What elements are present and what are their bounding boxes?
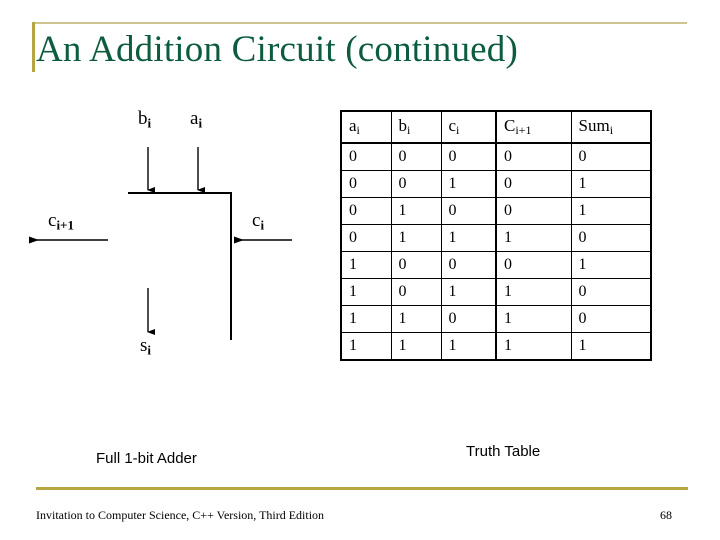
truth-table-column-header: Ci+1 bbox=[495, 110, 572, 144]
truth-table-cell: 0 bbox=[390, 142, 442, 171]
full-adder-circuit-diagram: bi ai ci+1 ci si bbox=[20, 100, 340, 390]
column-header-base: C bbox=[504, 116, 516, 135]
truth-table-cell: 1 bbox=[440, 170, 497, 198]
truth-table-column-header: ai bbox=[340, 110, 392, 144]
column-header-base: c bbox=[448, 116, 457, 135]
circuit-label-sum-out: si bbox=[140, 335, 151, 359]
truth-table-cell: 1 bbox=[390, 332, 442, 361]
truth-table-caption: Truth Table bbox=[466, 443, 541, 460]
truth-table-cell: 1 bbox=[570, 251, 652, 279]
truth-table-cell: 0 bbox=[495, 197, 572, 225]
truth-table-cell: 0 bbox=[495, 170, 572, 198]
truth-table-cell: 0 bbox=[570, 305, 652, 333]
circuit-label-input-a-subscript: i bbox=[198, 115, 203, 131]
circuit-label-input-b: bi bbox=[138, 108, 151, 132]
truth-table-cell: 1 bbox=[495, 278, 572, 306]
truth-table-cell: 0 bbox=[440, 305, 497, 333]
circuit-label-input-b-subscript: i bbox=[147, 115, 152, 131]
column-header-subscript: i bbox=[609, 123, 614, 137]
truth-table-cell: 0 bbox=[440, 251, 497, 279]
truth-table-cell: 0 bbox=[495, 142, 572, 171]
column-header-subscript: i+1 bbox=[515, 123, 532, 137]
column-header-subscript: i bbox=[456, 123, 460, 137]
truth-table-cell: 0 bbox=[390, 278, 442, 306]
circuit-svg bbox=[29, 147, 292, 340]
truth-table-cell: 0 bbox=[340, 224, 392, 252]
circuit-label-carry-out-base: c bbox=[48, 210, 57, 231]
column-header-base: b bbox=[398, 116, 408, 135]
title-accent-horizontal-rule bbox=[32, 22, 687, 24]
truth-table-cell: 0 bbox=[440, 142, 497, 171]
circuit-label-carry-out: ci+1 bbox=[48, 210, 74, 234]
truth-table-cell: 1 bbox=[340, 251, 392, 279]
title-accent-vertical-bar bbox=[32, 22, 35, 72]
truth-table-cell: 1 bbox=[440, 332, 497, 361]
truth-table-cell: 0 bbox=[340, 170, 392, 198]
truth-table-cell: 0 bbox=[390, 170, 442, 198]
column-header-subscript: i bbox=[407, 123, 411, 137]
truth-table-cell: 1 bbox=[390, 305, 442, 333]
footer-text: Invitation to Computer Science, C++ Vers… bbox=[36, 508, 325, 522]
truth-table-cell: 1 bbox=[570, 332, 652, 361]
truth-table-cell: 1 bbox=[570, 197, 652, 225]
truth-table-cell: 1 bbox=[390, 224, 442, 252]
circuit-label-carry-in-subscript: i bbox=[260, 217, 265, 233]
truth-table-cell: 0 bbox=[340, 142, 392, 171]
truth-table-cell: 1 bbox=[440, 224, 497, 252]
truth-table-cell: 0 bbox=[570, 142, 652, 171]
truth-table-cell: 1 bbox=[340, 305, 392, 333]
circuit-label-carry-out-subscript: i+1 bbox=[56, 217, 74, 233]
column-header-subscript: i bbox=[356, 123, 360, 137]
truth-table-cell: 0 bbox=[340, 197, 392, 225]
truth-table-cell: 1 bbox=[440, 278, 497, 306]
truth-table-cell: 1 bbox=[570, 170, 652, 198]
truth-table-cell: 1 bbox=[495, 305, 572, 333]
footer-rule bbox=[36, 487, 688, 490]
truth-table-cell: 1 bbox=[495, 332, 572, 361]
truth-table-cell: 0 bbox=[390, 251, 442, 279]
truth-table-cell: 1 bbox=[340, 278, 392, 306]
circuit-label-carry-in: ci bbox=[252, 210, 264, 234]
circuit-label-input-a: ai bbox=[190, 108, 202, 132]
truth-table-column-header: Sumi bbox=[570, 110, 652, 144]
truth-table-cell: 0 bbox=[570, 278, 652, 306]
column-header-base: Sum bbox=[578, 116, 610, 135]
circuit-label-sum-out-subscript: i bbox=[147, 342, 152, 358]
circuit-caption: Full 1-bit Adder bbox=[96, 450, 197, 467]
footer-page-number: 68 bbox=[660, 508, 672, 522]
circuit-label-input-a-base: a bbox=[190, 108, 199, 129]
column-header-base: a bbox=[349, 116, 357, 135]
truth-table-cell: 0 bbox=[440, 197, 497, 225]
page-title: An Addition Circuit (continued) bbox=[36, 29, 518, 70]
truth-table-cell: 1 bbox=[340, 332, 392, 361]
circuit-label-sum-out-base: s bbox=[140, 335, 148, 356]
circuit-label-carry-in-base: c bbox=[252, 210, 261, 231]
truth-table-column-header: bi bbox=[390, 110, 442, 144]
circuit-label-input-b-base: b bbox=[138, 108, 148, 129]
truth-table-cell: 1 bbox=[390, 197, 442, 225]
truth-table-cell: 1 bbox=[495, 224, 572, 252]
truth-table-column-header: ci bbox=[440, 110, 497, 144]
truth-table-cell: 0 bbox=[570, 224, 652, 252]
truth-table-cell: 0 bbox=[495, 251, 572, 279]
